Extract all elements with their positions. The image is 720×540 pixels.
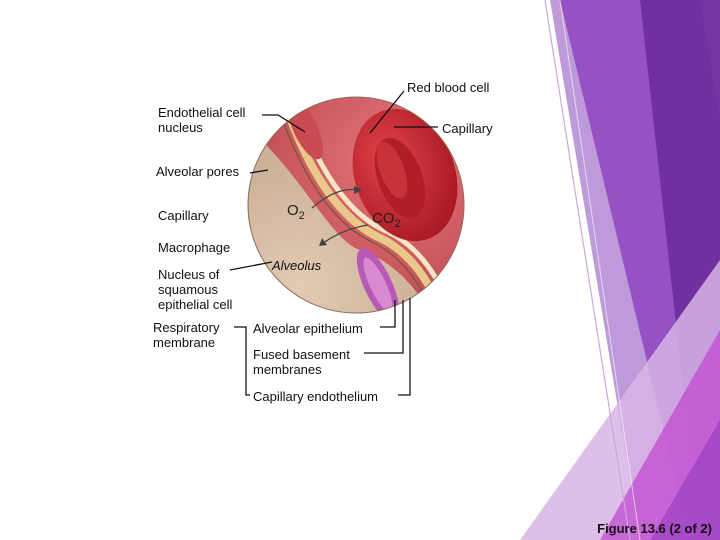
co2-label: CO2 — [372, 210, 401, 230]
alveolus-diagram — [248, 97, 464, 313]
label-macrophage: Macrophage — [158, 240, 231, 255]
label-capillary-endothelium: Capillary endothelium — [253, 389, 379, 404]
o2-subscript: 2 — [298, 210, 305, 222]
label-alveolar-pores: Alveolar pores — [156, 164, 240, 179]
co2-subscript: 2 — [394, 218, 401, 230]
label-fused-basement: Fused basement membranes — [253, 347, 350, 377]
label-red-blood-cell: Red blood cell — [407, 80, 490, 95]
label-alveolus: Alveolus — [272, 258, 322, 273]
label-respiratory-membrane: Respiratory membrane — [153, 320, 220, 350]
label-capillary-right: Capillary — [442, 121, 493, 136]
decorative-background-shapes — [520, 0, 720, 540]
o2-main: O — [287, 202, 299, 219]
label-alveolar-epithelium: Alveolar epithelium — [253, 321, 363, 336]
label-nucleus-squamous: Nucleus of squamous epithelial cell — [158, 267, 233, 312]
label-endothelial-nucleus: Endothelial cell nucleus — [158, 105, 246, 135]
label-capillary-left: Capillary — [158, 208, 209, 223]
leader-lines — [229, 90, 438, 396]
o2-label: O2 — [287, 202, 305, 222]
figure-caption: Figure 13.6 (2 of 2) — [597, 521, 712, 536]
diagram-circle-outline — [247, 96, 465, 314]
gas-exchange-arrows — [311, 186, 369, 246]
co2-main: CO — [372, 210, 395, 227]
